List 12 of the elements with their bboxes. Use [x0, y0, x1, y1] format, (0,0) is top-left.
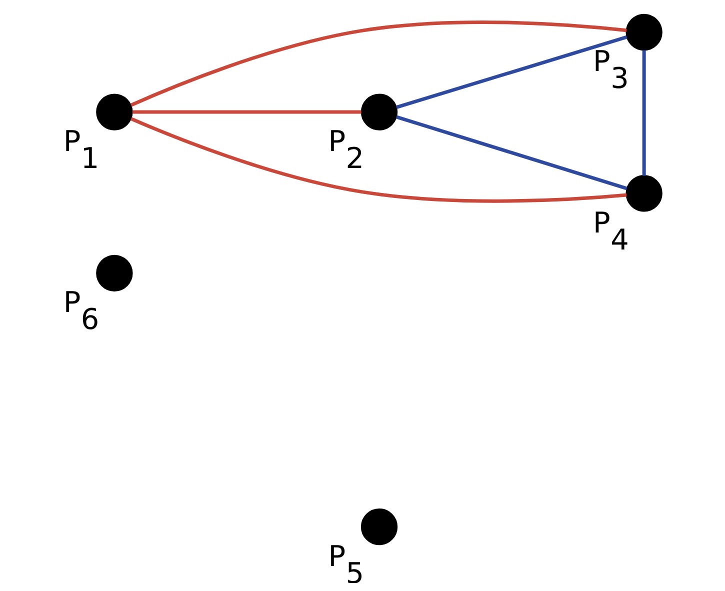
node-circle	[626, 14, 662, 51]
node-circle	[626, 175, 662, 212]
node-circle	[96, 94, 133, 130]
node-circle	[360, 94, 398, 130]
connector	[132, 110, 362, 114]
connector	[396, 35, 628, 109]
connector	[396, 115, 628, 190]
connector	[130, 20, 627, 107]
connector	[642, 50, 646, 176]
node-circle	[360, 508, 398, 546]
connector	[130, 117, 627, 203]
node-circle	[96, 254, 133, 292]
